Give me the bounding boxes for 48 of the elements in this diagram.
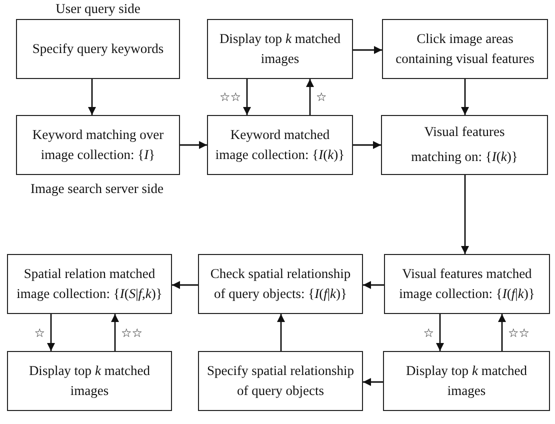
arrow (180, 141, 207, 149)
arrow (353, 46, 382, 54)
arrow (243, 79, 251, 115)
edge-label: ☆☆ (121, 326, 143, 340)
process-box (198, 351, 363, 411)
arrow (461, 79, 469, 115)
side-caption: User query side (56, 1, 140, 17)
step-text: Specify query keywords (32, 40, 164, 58)
arrow (88, 79, 96, 115)
step-text: Display top k matched images (404, 362, 528, 400)
arrow (498, 314, 506, 351)
edge-label: ☆ (423, 326, 434, 340)
process-box (381, 115, 548, 175)
process-box (207, 115, 353, 175)
step-text: Spatial relation matched image collection: {I(S|f,k)} (16, 264, 164, 303)
process-box (16, 115, 180, 175)
arrow (172, 281, 198, 289)
process-box (7, 254, 172, 314)
process-box (198, 254, 363, 314)
arrow (353, 141, 381, 149)
step-text: Keyword matching over image collection: {I} (31, 126, 165, 164)
step-text: Display top k matched images (28, 362, 152, 400)
arrow (306, 79, 314, 115)
step-text: Specify spatial relationship of query objects (206, 362, 355, 400)
arrow (111, 314, 119, 351)
arrow (47, 314, 55, 351)
process-box (7, 351, 172, 411)
arrow (363, 378, 383, 386)
process-box (207, 19, 353, 79)
step-text: Check spatial relationship of query objects: {I(f|k)} (209, 264, 352, 303)
process-box (382, 19, 548, 79)
edge-label: ☆ (34, 326, 45, 340)
arrow (436, 314, 444, 351)
edge-label: ☆ (316, 91, 327, 104)
step-text: Visual features matched image collection: {I(f|k)} (398, 264, 536, 303)
process-box (16, 19, 180, 79)
step-text: Visual features matching on: {I(k)} (410, 123, 519, 166)
edge-label: ☆☆ (508, 326, 530, 340)
process-box (383, 351, 550, 411)
process-box (384, 254, 550, 314)
edge-label: ☆☆ (219, 91, 241, 104)
arrow (461, 175, 469, 254)
side-caption: Image search server side (30, 181, 164, 197)
step-text: Display top k matched images (218, 30, 342, 68)
arrow (277, 314, 285, 351)
step-text: Click image areas containing visual features (394, 30, 536, 68)
step-text: Keyword matched image collection: {I(k)} (214, 126, 346, 164)
arrow (363, 281, 384, 289)
